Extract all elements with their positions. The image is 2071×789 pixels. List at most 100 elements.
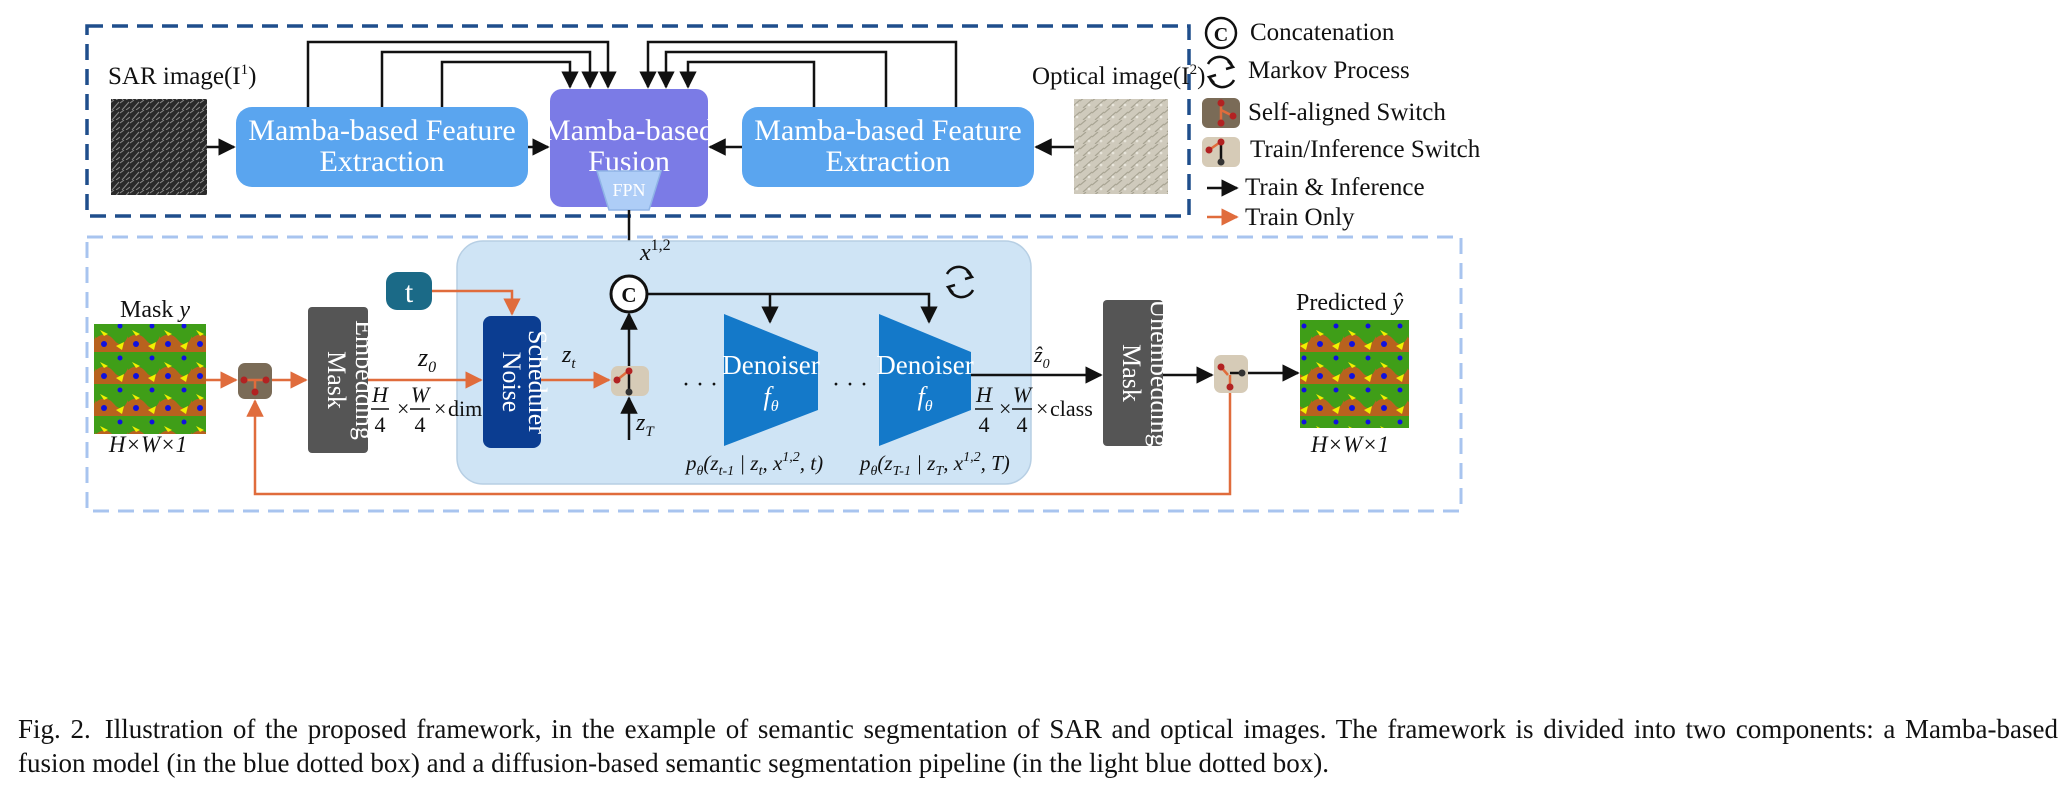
denoiser-1-label: Denoiser <box>722 350 819 380</box>
z0-label: z <box>417 343 428 372</box>
denoiser-1 <box>724 314 818 446</box>
feature-extraction-right <box>742 107 1034 187</box>
svg-text:zT: zT <box>635 410 655 440</box>
denoiser-2 <box>879 314 971 446</box>
mask-y-var: y <box>177 297 190 323</box>
legend-concat-icon <box>1204 16 1238 50</box>
mask-unembedding-line1: Mask <box>1117 344 1146 402</box>
fpn-block <box>595 170 663 211</box>
svg-text:fθ: fθ <box>763 382 778 415</box>
optical-image-sup: 2 <box>1190 62 1198 78</box>
dim-4a: 4 <box>375 412 386 437</box>
mask-unembedding-line2: Unembedding <box>1145 299 1174 446</box>
legend-markov-text: Markov Process <box>1248 57 1410 84</box>
z0-sub: 0 <box>428 359 436 376</box>
zt-sub: t <box>571 356 576 372</box>
zT-label: z <box>635 410 646 436</box>
concat-node-symbol: C <box>621 283 636 307</box>
optical-image-label: Optical image(I <box>1032 63 1190 90</box>
dim-w: W <box>411 382 431 407</box>
feature-extraction-left-line2: Extraction <box>320 145 445 178</box>
mask-input-image <box>94 324 206 434</box>
zT-sub: T <box>645 424 655 440</box>
legend-train-inf-text: Train & Inference <box>1245 174 1425 201</box>
optical-image-thumbnail <box>1074 99 1168 194</box>
sar-image-sup: 1 <box>241 62 249 78</box>
feature-extraction-right-line2: Extraction <box>826 145 951 178</box>
svg-text:z0: z0 <box>417 343 436 376</box>
legend-markov-icon <box>1206 55 1236 89</box>
ellipsis-1: · · · <box>682 372 718 398</box>
svg-text:Predicted ŷ: Predicted ŷ <box>1296 290 1404 316</box>
x12-sup: 1,2 <box>651 237 671 254</box>
class-fraction: H 4 × W 4 × class <box>975 382 1093 437</box>
output-dims-label: H×W×1 <box>1310 432 1389 457</box>
svg-text:Optical image(I2): Optical image(I2) <box>1032 62 1205 90</box>
cls-times1: × <box>999 396 1011 421</box>
pipeline-orange-arrows <box>206 289 1232 496</box>
svg-text:SAR image(I1): SAR image(I1) <box>108 62 256 90</box>
mask-embedding-line1: Mask <box>322 351 351 409</box>
denoiser-1-theta: θ <box>771 398 779 415</box>
caption-text: Illustration of the proposed framework, … <box>18 714 2058 778</box>
predicted-var: ŷ <box>1391 290 1404 316</box>
noise-scheduler-box <box>483 316 541 448</box>
dim-fraction: H 4 × W 4 × dim <box>371 382 482 437</box>
cls-times2: × <box>1036 396 1048 421</box>
mask-y-label: Mask <box>120 297 179 323</box>
denoiser-1-f: f <box>763 382 774 411</box>
denoiser-2-f: f <box>917 382 928 411</box>
pipeline-black-arrows <box>620 292 1300 440</box>
noise-scheduler-line2: Scheduler <box>523 330 552 434</box>
pipeline-box <box>85 235 1463 513</box>
markov-process-icon <box>945 265 975 299</box>
legend-self-switch-text: Self-aligned Switch <box>1248 99 1446 126</box>
sar-image-thumbnail <box>111 99 207 195</box>
mask-unembedding-box <box>1103 300 1163 446</box>
predicted-mask-image <box>1300 320 1409 428</box>
svg-text:ẑ0: ẑ0 <box>1033 342 1050 372</box>
dim-times2: × <box>434 396 446 421</box>
mask-embedding-box <box>308 307 368 453</box>
fpn-label: FPN <box>612 180 645 200</box>
mamba-fusion-box <box>550 89 708 207</box>
cls-h: H <box>975 382 993 407</box>
timestep-t-token <box>386 272 432 310</box>
feature-extraction-right-line1: Mamba-based Feature <box>754 114 1021 147</box>
predicted-label: Predicted <box>1296 290 1393 316</box>
sar-image-label: SAR image(I <box>108 63 241 90</box>
legend-train-only-text: Train Only <box>1245 204 1355 231</box>
z0hat-label: ẑ <box>1033 342 1043 367</box>
figure-caption: Fig. 2.Illustration of the proposed fram… <box>18 712 2058 780</box>
feature-extraction-left-line1: Mamba-based Feature <box>248 114 515 147</box>
timestep-t-label: t <box>405 276 414 309</box>
dim-4b: 4 <box>415 412 426 437</box>
svg-text:Mask y: Mask y <box>120 297 190 323</box>
noise-scheduler-line1: Noise <box>497 352 526 413</box>
svg-text:x1,2: x1,2 <box>639 237 671 266</box>
mamba-fusion-line1: Mamba-based <box>544 114 714 147</box>
dim-times1: × <box>397 396 409 421</box>
legend-concat-symbol: C <box>1214 24 1228 46</box>
zt-label: z <box>561 342 572 368</box>
cls-4b: 4 <box>1017 412 1028 437</box>
fusion-model-box <box>85 24 1191 218</box>
cls-4a: 4 <box>979 412 990 437</box>
legend-concat-text: Concatenation <box>1250 19 1395 46</box>
feature-extraction-left <box>236 107 528 187</box>
input-dims-label: H×W×1 <box>108 432 187 457</box>
dim-suffix: dim <box>448 396 482 421</box>
p-theta-1: pθ(zt-1 | zt, x1,2, t) <box>684 450 823 479</box>
denoiser-2-theta: θ <box>925 398 933 415</box>
p-theta-2: pθ(zT-1 | zT, x1,2, T) <box>858 450 1010 479</box>
dim-h: H <box>371 382 389 407</box>
svg-text:zt: zt <box>561 342 576 372</box>
z0hat-sub: 0 <box>1043 357 1050 372</box>
cls-suffix: class <box>1050 396 1093 421</box>
figure-number: Fig. 2. <box>18 714 91 744</box>
cls-w: W <box>1013 382 1033 407</box>
legend: C Concatenation Markov Process Self-alig… <box>1202 16 1481 231</box>
svg-text:fθ: fθ <box>917 382 932 415</box>
x12-label: x <box>639 240 651 266</box>
ellipsis-2: · · · <box>832 372 868 398</box>
